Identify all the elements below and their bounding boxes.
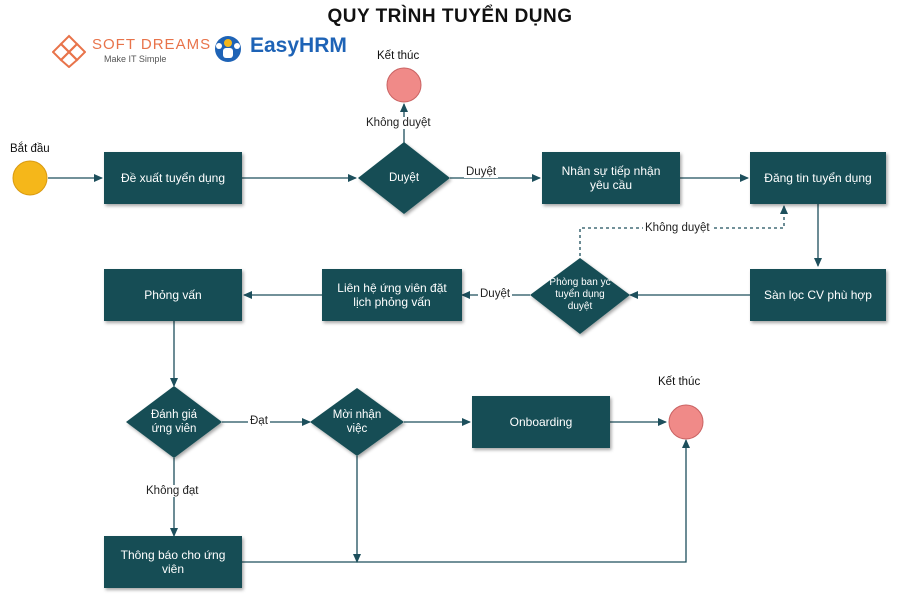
edge-label-duyet-right: Duyệt xyxy=(464,166,499,178)
start-label: Bắt đầu xyxy=(10,143,50,155)
easyhrm-logo-mark xyxy=(215,36,241,62)
diagram-title: QUY TRÌNH TUYỂN DỤNG xyxy=(327,6,573,27)
node-thong-bao-label: Thông báo cho ứng viên xyxy=(120,548,226,576)
node-onboarding-box xyxy=(472,396,610,448)
node-danh-gia-diamond xyxy=(126,386,222,458)
softdreams-logo-name: SOFT DREAMS xyxy=(92,36,212,53)
softdreams-logo-tagline: Make IT Simple xyxy=(104,54,167,64)
node-nhan-su-label: Nhân sự tiếp nhận yêu cầu xyxy=(561,164,661,192)
edge-phong-ban-to-dang-tin xyxy=(579,205,788,262)
node-phong-van-box xyxy=(104,269,242,321)
softdreams-logo-mark xyxy=(52,34,86,68)
edge-label-duyet-left: Duyệt xyxy=(478,288,513,300)
edge-label-khong-duyet-dashed: Không duyệt xyxy=(643,222,712,234)
edge-label-khong-dat: Không đạt xyxy=(144,485,201,497)
node-moi-nhan-viec-diamond xyxy=(310,388,404,456)
start-node xyxy=(12,160,48,196)
node-de-xuat-label: Đề xuất tuyển dụng xyxy=(120,171,226,185)
edge-label-dat: Đạt xyxy=(248,415,270,427)
node-lien-he-box xyxy=(322,269,462,321)
node-san-loc-box xyxy=(750,269,886,321)
node-dang-tin-label: Đăng tin tuyển dụng xyxy=(764,171,872,185)
end-node-top xyxy=(386,67,422,103)
node-phong-ban-diamond xyxy=(530,258,630,334)
softdreams-logo: SOFT DREAMS Make IT Simple xyxy=(52,34,212,68)
node-moi-nhan-viec-label: Mời nhận việc xyxy=(332,409,382,435)
node-dang-tin-box xyxy=(750,152,886,204)
node-thong-bao-box xyxy=(104,536,242,588)
node-phong-van-label: Phỏng vấn xyxy=(144,288,202,302)
node-duyet-diamond xyxy=(358,142,450,214)
node-danh-gia-label: Đánh giá ứng viên xyxy=(150,409,198,435)
node-nhan-su-box xyxy=(542,152,680,204)
node-phong-ban-label: Phòng ban yc tuyển dụng duyệt xyxy=(549,277,611,312)
easyhrm-logo: EasyHRM xyxy=(212,34,352,66)
end-node-right xyxy=(668,404,704,440)
node-san-loc-label: Sàn lọc CV phù hợp xyxy=(764,288,872,302)
node-lien-he-label: Liên hệ ứng viên đặt lịch phỏng vấn xyxy=(337,281,447,309)
end-right-label: Kết thúc xyxy=(658,376,701,388)
node-onboarding-label: Onboarding xyxy=(509,415,573,429)
edge-thong-bao-to-end-right xyxy=(242,439,690,563)
node-de-xuat-box xyxy=(104,152,242,204)
node-duyet-label: Duyệt xyxy=(388,172,420,184)
end-top-label: Kết thúc xyxy=(377,50,420,62)
edge-label-khong-duyet-top: Không duyệt xyxy=(364,117,433,129)
easyhrm-logo-name: EasyHRM xyxy=(250,34,347,57)
